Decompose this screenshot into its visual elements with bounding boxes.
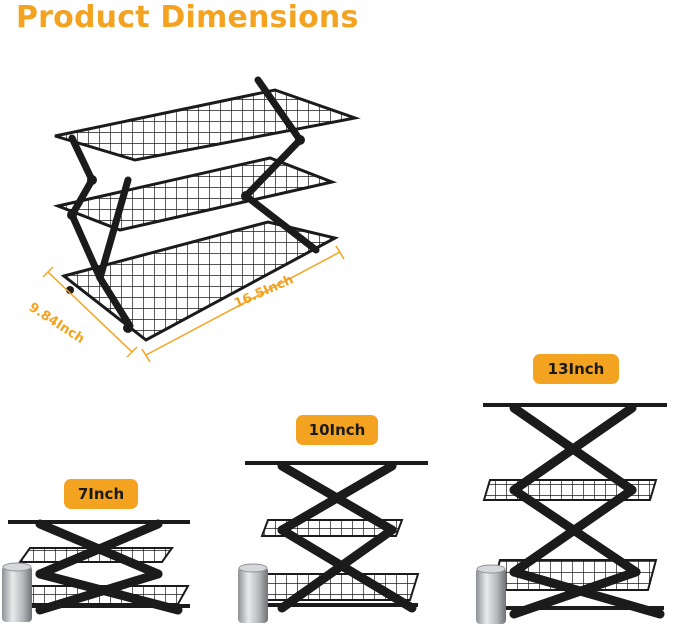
height-badge-10inch: 10Inch	[296, 415, 378, 445]
height-badge-13inch: 13Inch	[533, 354, 619, 384]
shelf-top	[54, 88, 361, 162]
soda-can-13inch	[476, 564, 506, 624]
soda-can-7inch	[2, 562, 32, 622]
page-title: Product Dimensions	[16, 0, 359, 35]
shelf-middle	[52, 156, 338, 232]
rack-10inch	[245, 461, 428, 613]
rack-perspective-view	[42, 76, 361, 363]
rack-13inch	[482, 403, 667, 619]
height-badge-7inch: 7Inch	[64, 479, 138, 509]
soda-can-10inch	[238, 563, 268, 623]
rack-7inch	[8, 519, 190, 615]
shelf-bottom	[60, 220, 340, 342]
